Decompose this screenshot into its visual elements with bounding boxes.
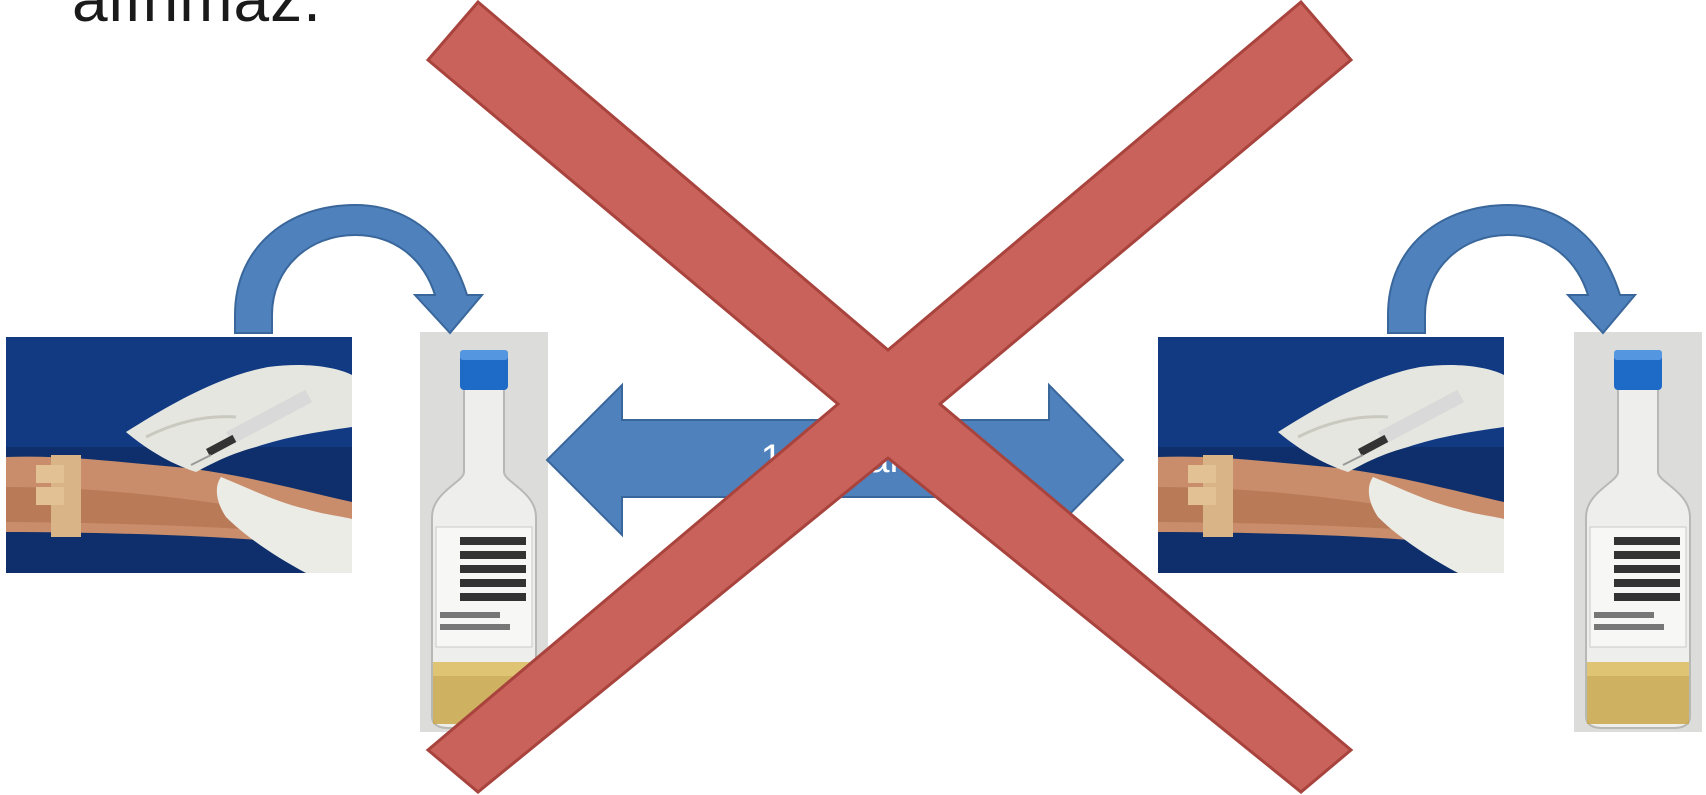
right-culture-bottle-photo [1574,332,1702,732]
right-blood-draw-photo [1158,337,1504,573]
left-blood-draw-photo [6,337,352,573]
right-curved-arrow-icon [1388,205,1635,333]
left-curved-arrow-icon [235,205,482,333]
